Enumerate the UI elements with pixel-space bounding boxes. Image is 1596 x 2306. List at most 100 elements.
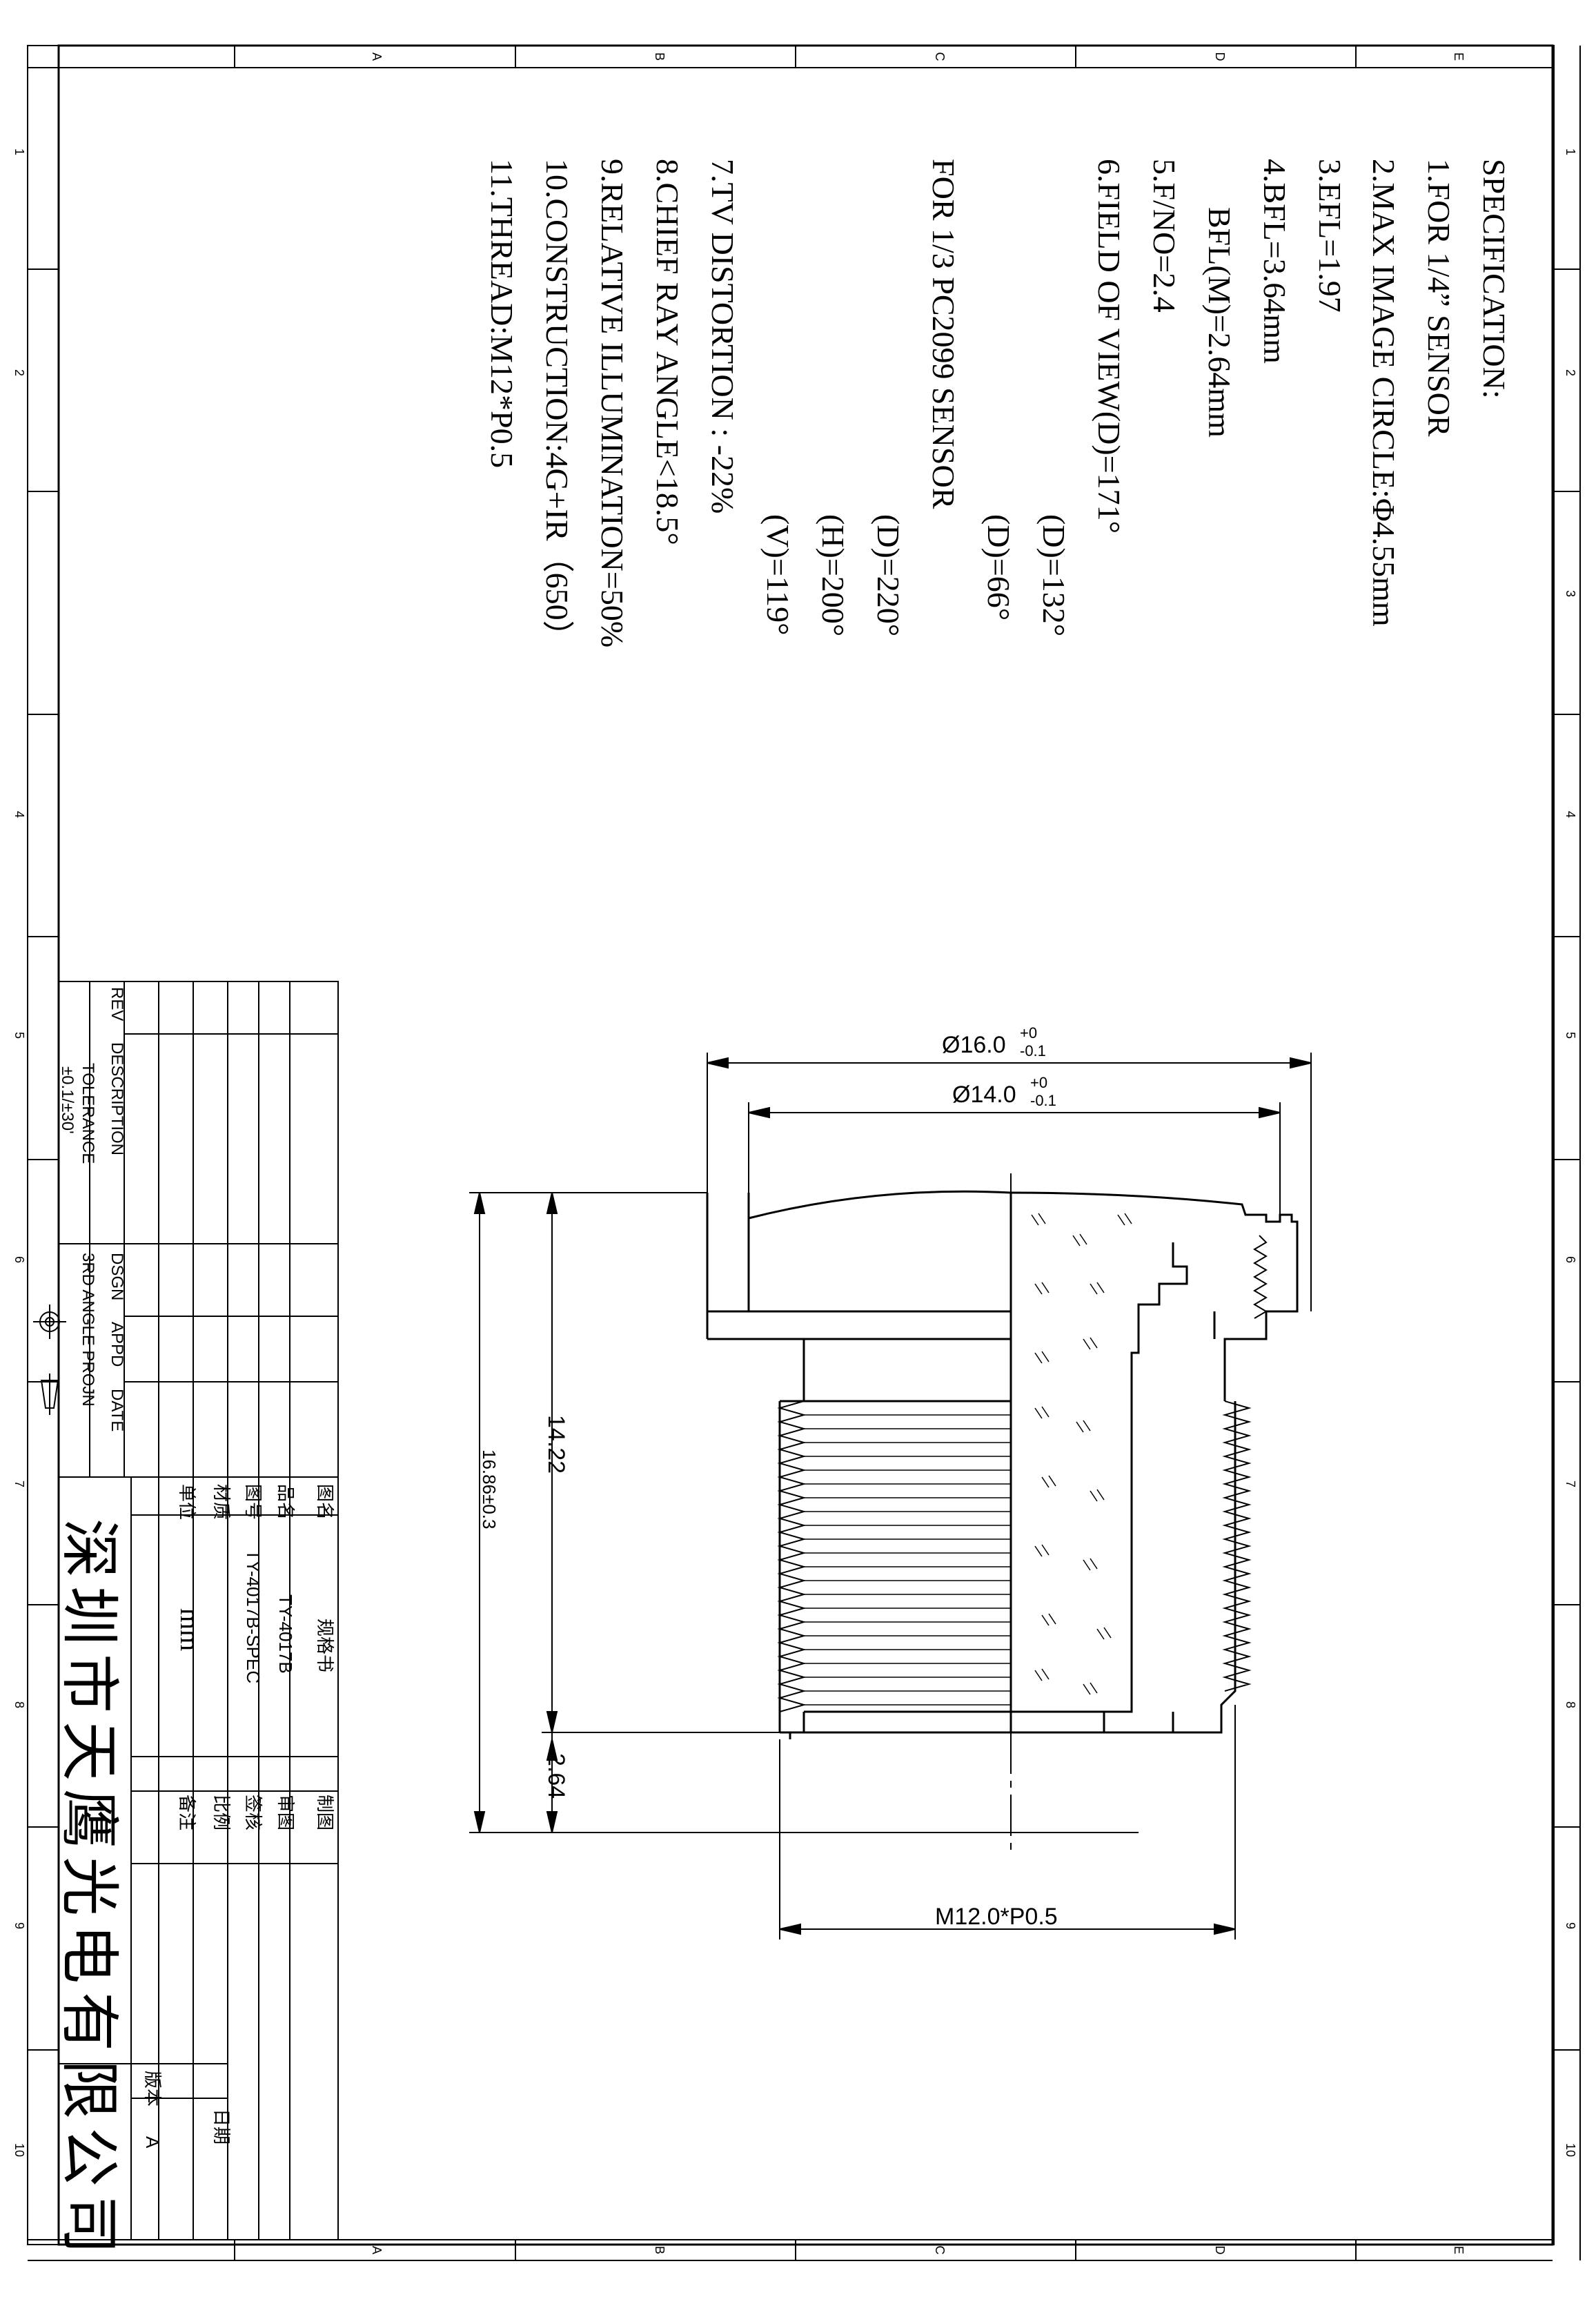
zone-number-1-right: 1 [1564,148,1577,155]
zone-letter-d-bottom: D [1213,2246,1227,2255]
label-date: 日期 [211,2109,231,2144]
dim-outer-diameter [707,1053,1312,1311]
revision-block [58,981,339,1478]
dim-back-flange [546,1732,558,1833]
spec-line-fov-220: (D)=220° [871,514,906,636]
zone-letter-d-top: D [1213,52,1227,61]
zone-letter-a-top: A [370,52,384,61]
zone-number-3-right: 3 [1564,590,1577,597]
back-flange-value: 2.64 [543,1753,569,1799]
outer-diameter-value: Ø16.0 [942,1032,1006,1058]
retainer-coil [1253,1235,1268,1319]
zone-letter-a-bottom: A [370,2246,384,2254]
spec-line-fov-d: 6.FIELD OF VIEW(D)=171° [1092,159,1127,534]
lens-body-left [706,1190,1012,1739]
zone-letter-b-top: B [653,52,667,61]
zone-number-6-left: 6 [12,1256,26,1263]
spec-line-construction: 10.CONSTRUCTION:4G+IR（650） [540,159,575,652]
section-hatch [1031,1213,1132,1695]
inner-diameter-value: Ø14.0 [952,1082,1016,1108]
spec-line-efl: 3.EFL=1.97 [1312,159,1348,313]
spec-line-illumination: 9.RELATIVE ILLUMINATION=50% [595,159,630,647]
spec-line-fno: 5.F/NO=2.4 [1147,159,1182,313]
zone-number-5-left: 5 [12,1032,26,1039]
zone-number-2-right: 2 [1564,369,1577,376]
title-block-text: 图名 规格书 品名 TY-4017B 图号 TY-4017B-SPEC 材质 单… [56,1484,335,2263]
company-name: 深圳市天鹰光电有限公司 [56,1518,122,2263]
label-material: 材质 [211,1484,231,1520]
zone-number-10-right: 10 [1564,2143,1577,2157]
total-length-value: 16.86±0.3 [479,1449,500,1529]
spec-line-fov-119: (V)=119° [760,514,796,636]
zone-number-1-left: 1 [12,148,26,155]
lens-drawing [469,1053,1312,1939]
dim-inner-diameter [748,1102,1281,1222]
zone-number-9-right: 9 [1564,1922,1577,1929]
spec-line-chief-ray: 8.CHIEF RAY ANGLE<18.5° [650,159,685,545]
thread-callout-value: M12.0*P0.5 [935,1904,1058,1930]
third-angle-projection-symbol [33,1305,66,1415]
zone-number-8-left: 8 [12,1701,26,1708]
outer-diameter-tol-upper: +0 [1020,1024,1037,1042]
zone-number-8-right: 8 [1564,1701,1577,1708]
rev-header: REV [108,987,126,1021]
spec-line-sensor: 1.FOR 1/4” SENSOR [1421,159,1457,437]
label-drawing-name: 图名 [315,1484,335,1520]
spec-line-bfl: 4.BFL=3.64mm [1257,159,1292,364]
label-approved: 签核 [243,1795,263,1830]
thread-right [1222,1400,1252,1692]
zone-letter-c-top: C [933,52,947,61]
zone-number-6-right: 6 [1564,1256,1577,1263]
zone-number-9-left: 9 [12,1922,26,1929]
appd-header: APPD [108,1322,126,1367]
zone-letter-c-bottom: C [933,2246,947,2255]
value-drawing-no: TY-4017B-SPEC [243,1550,264,1683]
label-product: 品名 [275,1484,296,1520]
lens-body-right-section [1009,1191,1299,1734]
projection-label: 3RD ANGLE PROJN [79,1253,97,1407]
label-drafted: 制图 [315,1795,335,1830]
inner-diameter-tol-lower: -0.1 [1030,1092,1056,1109]
title-block [58,1476,339,2240]
thread-left-crest-lines [804,1414,1011,1706]
thread-left [777,1400,807,1712]
spec-line-fov-200: (H)=200° [816,514,851,636]
value-unit: mm [175,1608,206,1651]
specification-block: SPECIFICATION: 1.FOR 1/4” SENSOR 2.MAX I… [484,159,1512,652]
value-product: TY-4017B [275,1594,296,1674]
inner-diameter-tol-upper: +0 [1030,1074,1047,1091]
zone-letters: A B C D E A B C D E [370,52,1466,2255]
dimension-labels: Ø16.0 +0 -0.1 Ø14.0 +0 -0.1 14.22 16.86±… [479,1024,1058,1930]
spec-line-fov-132: (D)=132° [1036,514,1072,636]
label-drawing-no: 图号 [243,1484,263,1520]
date-header: DATE [108,1389,126,1432]
spec-line-image-circle: 2.MAX IMAGE CIRCLE:Φ4.55mm [1366,159,1401,627]
zone-number-5-right: 5 [1564,1032,1577,1039]
spec-line-pc2099: FOR 1/3 PC2099 SENSOR [926,159,961,509]
dim-thread-length [542,1192,780,1733]
zone-number-10-left: 10 [12,2143,26,2157]
spec-line-thread: 11.THREAD:M12*P0.5 [484,159,520,468]
zone-number-7-left: 7 [12,1481,26,1487]
thread-length-value: 14.22 [543,1415,569,1474]
value-version: A [142,2136,163,2149]
spec-line-bfl-m: BFL(M)=2.64mm [1202,207,1237,438]
zone-number-2-left: 2 [12,369,26,376]
tolerance-value: ±0.1/±30' [58,1066,77,1134]
dsgn-header: DSGN [108,1253,126,1300]
zone-number-4-right: 4 [1564,811,1577,818]
revision-block-labels: REV DESCRIPTION DSGN APPD DATE TOLERANCE… [58,987,126,1432]
zone-letter-e-top: E [1452,52,1466,61]
drawing-border [27,44,1581,2261]
tolerance-label: TOLERANCE [79,1063,97,1164]
spec-line-fov-66: (D)=66° [981,514,1016,621]
zone-number-7-right: 7 [1564,1481,1577,1487]
label-version: 版本 [142,2071,162,2107]
label-remark: 备注 [177,1795,197,1830]
label-unit: 单位 [177,1484,197,1520]
spec-line-tv-distortion: 7.TV DISTORTION : -22% [705,159,740,514]
dim-thread-callout [779,1705,1236,1939]
description-header: DESCRIPTION [108,1042,126,1155]
zone-letter-b-bottom: B [653,2246,667,2254]
